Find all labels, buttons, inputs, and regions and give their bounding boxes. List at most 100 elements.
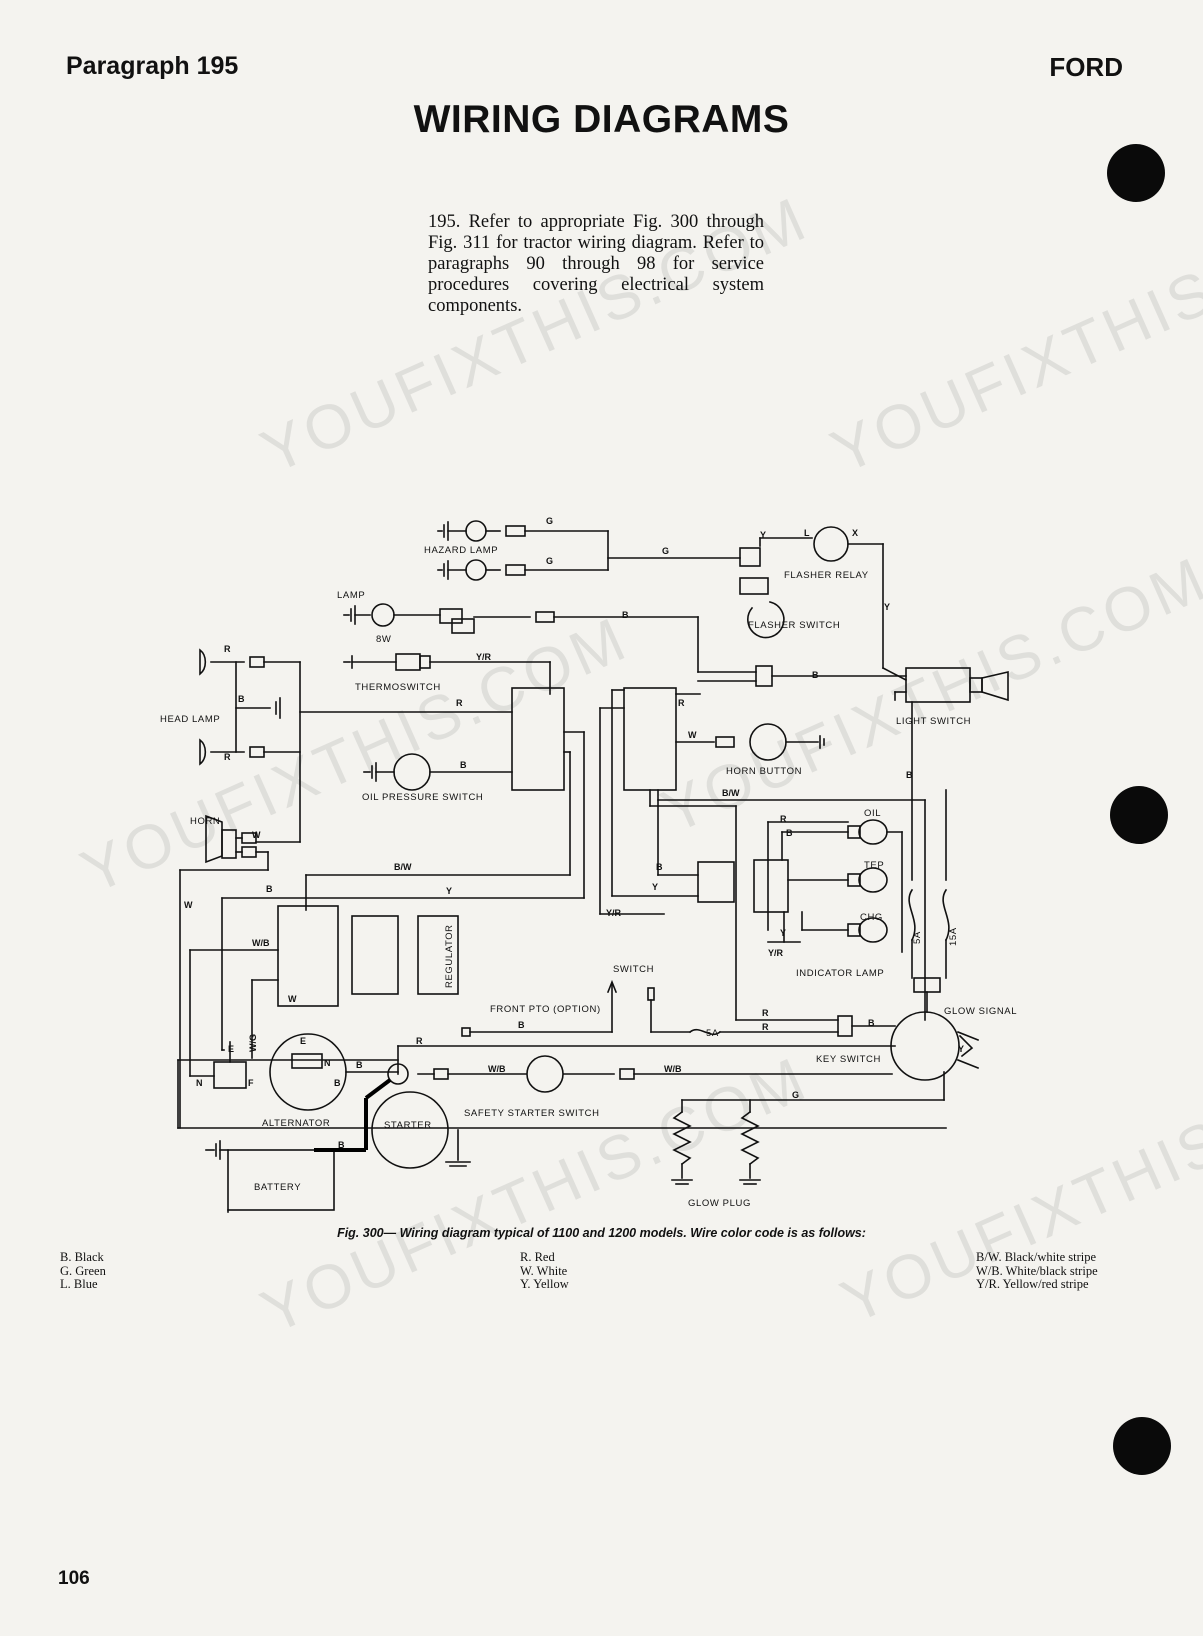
wire-label: B — [338, 1140, 345, 1150]
wire-label: B — [460, 760, 467, 770]
legend-item: R. Red — [520, 1250, 555, 1264]
label-fuse-15a: 15A — [948, 927, 959, 946]
label-light-switch: LIGHT SWITCH — [896, 716, 971, 727]
binder-hole-top — [1107, 144, 1165, 202]
wire-label: W — [252, 830, 261, 840]
label-glow-signal: GLOW SIGNAL — [944, 1006, 1017, 1017]
wire-label: B — [656, 862, 663, 872]
wire-label: B — [266, 884, 273, 894]
label-lamp-8w: 8W — [376, 634, 391, 645]
wire-label: Y/R — [476, 652, 492, 662]
wire-label: B/W — [394, 862, 412, 872]
wire-label: W — [184, 900, 193, 910]
intro-paragraph: 195. Refer to appropriate Fig. 300 throu… — [428, 212, 764, 316]
figure-caption: Fig. 300— Wiring diagram typical of 1100… — [337, 1226, 866, 1240]
wire-label: W/B — [252, 938, 270, 948]
wire-label: B — [786, 828, 793, 838]
wire-legend-col-2: R. Red W. White Y. Yellow — [520, 1250, 569, 1292]
label-front-pto: FRONT PTO (OPTION) — [490, 1004, 601, 1015]
label-flasher-relay: FLASHER RELAY — [784, 570, 869, 581]
wire-label: R — [762, 1022, 769, 1032]
wire-label: Y — [446, 886, 452, 896]
label-fuse-5a: 5A — [706, 1028, 719, 1039]
wire-label: R — [678, 698, 685, 708]
label-horn-button: HORN BUTTON — [726, 766, 802, 777]
label-safety-starter-switch: SAFETY STARTER SWITCH — [464, 1108, 600, 1119]
label-tep: TEP — [864, 860, 884, 871]
label-horn: HORN — [190, 816, 220, 827]
legend-item: B. Black — [60, 1250, 104, 1264]
wire-label: B — [238, 694, 245, 704]
wire-label: B — [906, 770, 913, 780]
wire-label: B — [868, 1018, 875, 1028]
label-thermoswitch: THERMOSWITCH — [355, 682, 441, 693]
wire-label: F — [248, 1078, 254, 1088]
wire-label: E — [228, 1044, 234, 1054]
wire-label: N — [324, 1058, 331, 1068]
wire-label: B — [622, 610, 629, 620]
wire-label: G — [546, 516, 553, 526]
label-fuse-5a-2: 5A — [912, 931, 923, 944]
label-regulator: REGULATOR — [444, 924, 455, 988]
wire-legend-col-3: B/W. Black/white stripe W/B. White/black… — [976, 1250, 1098, 1292]
wire-label: B/W — [722, 788, 740, 798]
page-title: WIRING DIAGRAMS — [413, 98, 790, 141]
legend-item: W/B. White/black stripe — [976, 1263, 1098, 1278]
binder-hole-bottom — [1113, 1417, 1171, 1475]
wire-label: W/B — [664, 1064, 682, 1074]
wire-label: G — [662, 546, 669, 556]
wire-label: R — [224, 644, 231, 654]
legend-item: Y. Yellow — [520, 1277, 569, 1291]
legend-item: L. Blue — [60, 1277, 98, 1291]
paragraph-heading: Paragraph 195 — [66, 52, 239, 80]
label-starter: STARTER — [384, 1120, 432, 1131]
label-oil-pressure-switch: OIL PRESSURE SWITCH — [362, 792, 483, 803]
brand-heading: FORD — [1049, 52, 1123, 82]
wire-label: R — [456, 698, 463, 708]
wire-label: B — [812, 670, 819, 680]
wire-label: B — [334, 1078, 341, 1088]
label-oil: OIL — [864, 808, 881, 819]
wire-label: Y — [958, 1044, 964, 1054]
label-head-lamp: HEAD LAMP — [160, 714, 220, 725]
wire-label: R — [780, 814, 787, 824]
wire-label: E — [300, 1036, 306, 1046]
wire-label: W — [688, 730, 697, 740]
label-glow-plug: GLOW PLUG — [688, 1198, 751, 1209]
wire-label: Y — [760, 530, 766, 540]
label-battery: BATTERY — [254, 1182, 301, 1193]
wire-label: G — [792, 1090, 799, 1100]
legend-item: G. Green — [60, 1263, 106, 1278]
label-alternator: ALTERNATOR — [262, 1118, 330, 1129]
label-hazard-lamp: HAZARD LAMP — [424, 545, 498, 556]
wire-label: L — [804, 528, 810, 538]
label-switch: SWITCH — [613, 964, 654, 975]
wire-label: B — [518, 1020, 525, 1030]
wire-label: Y — [780, 928, 786, 938]
wire-label: W/G — [248, 1034, 258, 1052]
wire-label: W — [288, 994, 297, 1004]
wire-label: R — [762, 1008, 769, 1018]
wire-label: Y — [652, 882, 658, 892]
label-key-switch: KEY SWITCH — [816, 1054, 881, 1065]
wire-label: W/B — [488, 1064, 506, 1074]
legend-item: W. White — [520, 1263, 568, 1278]
legend-item: B/W. Black/white stripe — [976, 1250, 1097, 1264]
wire-label: Y — [884, 602, 890, 612]
wire-label: B — [356, 1060, 363, 1070]
wire-label: R — [224, 752, 231, 762]
wire-label: N — [196, 1078, 203, 1088]
wire-label: Y/R — [606, 908, 622, 918]
wire-legend-col-1: B. Black G. Green L. Blue — [60, 1250, 106, 1292]
legend-item: Y/R. Yellow/red stripe — [976, 1277, 1089, 1291]
page-number: 106 — [58, 1568, 90, 1589]
wire-label: R — [416, 1036, 423, 1046]
wire-label: X — [852, 528, 858, 538]
label-lamp: LAMP — [337, 590, 365, 601]
label-flasher-switch: FLASHER SWITCH — [748, 620, 840, 631]
label-chg: CHG — [860, 912, 883, 923]
binder-hole-middle — [1110, 786, 1168, 844]
wire-label: G — [546, 556, 553, 566]
label-indicator-lamp: INDICATOR LAMP — [796, 968, 884, 979]
